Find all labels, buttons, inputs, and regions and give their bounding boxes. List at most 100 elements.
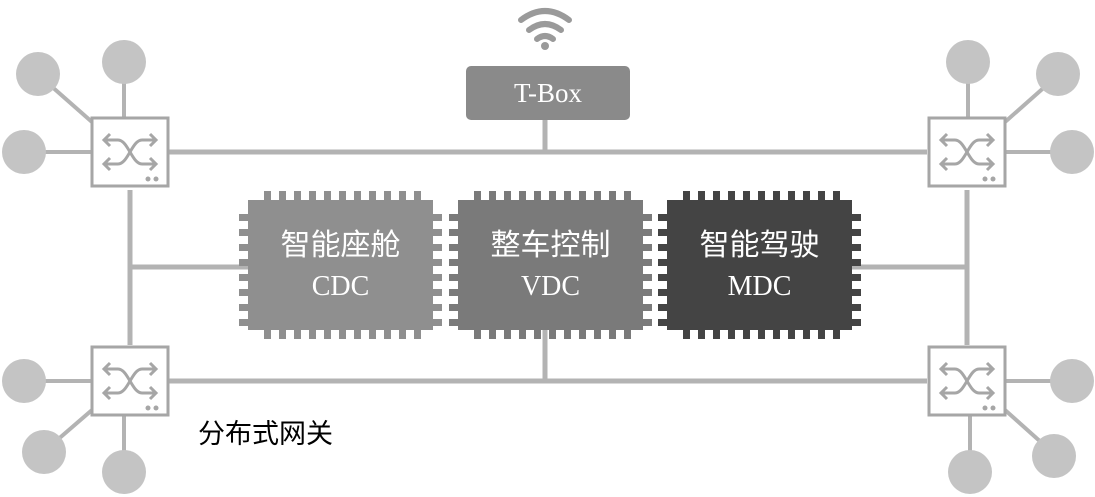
- chip-pin: [354, 330, 361, 339]
- chip-pin: [818, 330, 825, 339]
- chip-pin: [643, 244, 652, 251]
- network-switch-icon: [90, 116, 170, 188]
- chip-pin: [354, 191, 361, 200]
- chip-pin: [683, 191, 690, 200]
- chip-pin: [698, 330, 705, 339]
- chip-pin: [833, 191, 840, 200]
- chip-pin: [852, 259, 861, 266]
- chip-pin: [852, 319, 861, 326]
- chip-pin: [369, 330, 376, 339]
- chip-pin: [433, 214, 442, 221]
- chip-pin: [339, 330, 346, 339]
- chip-pin: [852, 274, 861, 281]
- chip-pin: [609, 330, 616, 339]
- node-right-lower: [1050, 359, 1094, 403]
- chip-pin: [643, 214, 652, 221]
- chip-pin: [698, 191, 705, 200]
- chip-pin: [803, 191, 810, 200]
- chip-pin: [239, 214, 248, 221]
- chip-pin: [534, 191, 541, 200]
- chip-pin: [324, 330, 331, 339]
- chip-pin: [449, 244, 458, 251]
- chip-pin: [818, 191, 825, 200]
- chip-pin: [564, 191, 571, 200]
- chip-pin: [309, 191, 316, 200]
- chip-pin: [624, 330, 631, 339]
- chip-abbr: VDC: [521, 271, 580, 302]
- chip-pin: [433, 274, 442, 281]
- network-switch-icon: [90, 345, 170, 417]
- chip-pin: [414, 191, 421, 200]
- chip-pin: [433, 289, 442, 296]
- chip-abbr: CDC: [312, 271, 370, 302]
- chip-pin: [564, 330, 571, 339]
- chip-pin: [339, 191, 346, 200]
- chip-pin: [852, 304, 861, 311]
- chip-pin: [852, 229, 861, 236]
- chip-pin: [643, 304, 652, 311]
- backbone-lines: [127, 120, 970, 384]
- chip-pin: [658, 274, 667, 281]
- chip-pin: [852, 289, 861, 296]
- chip-pin: [309, 330, 316, 339]
- chip-pin: [658, 229, 667, 236]
- chip-pin: [433, 304, 442, 311]
- chip-pin: [414, 330, 421, 339]
- peripheral-nodes: [2, 40, 1094, 494]
- node-bottom-left-2: [102, 450, 146, 494]
- chip-pin: [658, 214, 667, 221]
- chip-pin: [449, 289, 458, 296]
- diagram-caption: 分布式网关: [198, 419, 333, 450]
- chip-pin: [658, 304, 667, 311]
- chip-pin: [643, 319, 652, 326]
- chip-pin: [852, 214, 861, 221]
- chip-pin: [658, 259, 667, 266]
- chip-pin: [643, 229, 652, 236]
- chip-pin: [758, 330, 765, 339]
- node-left-upper: [2, 130, 46, 174]
- chip-pin: [384, 191, 391, 200]
- chip-pin: [852, 244, 861, 251]
- chip-pin: [773, 330, 780, 339]
- chip-pin: [728, 330, 735, 339]
- chip-pin: [788, 191, 795, 200]
- tbox: T-Box: [466, 66, 630, 120]
- chip-pin: [534, 330, 541, 339]
- chip-pin: [239, 229, 248, 236]
- chip-pin: [239, 304, 248, 311]
- chip-pin: [449, 319, 458, 326]
- chip-pin: [683, 330, 690, 339]
- chip-pin: [504, 330, 511, 339]
- node-top-left-1: [16, 52, 60, 96]
- chip-pin: [773, 191, 780, 200]
- wifi-icon: [518, 8, 572, 50]
- chip-pin: [489, 330, 496, 339]
- chip-body: [667, 200, 852, 330]
- node-bottom-right-2: [1032, 434, 1076, 478]
- chip-pin: [728, 191, 735, 200]
- chip-pin: [643, 289, 652, 296]
- chip-pin: [624, 191, 631, 200]
- chip-pin: [803, 330, 810, 339]
- chip-pin: [433, 319, 442, 326]
- chip-body: [458, 200, 643, 330]
- chip-pin: [369, 191, 376, 200]
- chip-body: [248, 200, 433, 330]
- chip-pin: [239, 289, 248, 296]
- chip-pin: [449, 214, 458, 221]
- network-switch-icon: [927, 345, 1007, 417]
- chip-pin: [399, 191, 406, 200]
- network-switch-icon: [927, 116, 1007, 188]
- chip-pin: [594, 191, 601, 200]
- chip-pin: [449, 274, 458, 281]
- chip-pin: [239, 274, 248, 281]
- chip-pin: [609, 191, 616, 200]
- chip-pin: [449, 304, 458, 311]
- chip-pin: [279, 330, 286, 339]
- chip-title: 智能驾驶: [700, 228, 820, 263]
- chip-pin: [239, 244, 248, 251]
- chip-pin: [643, 274, 652, 281]
